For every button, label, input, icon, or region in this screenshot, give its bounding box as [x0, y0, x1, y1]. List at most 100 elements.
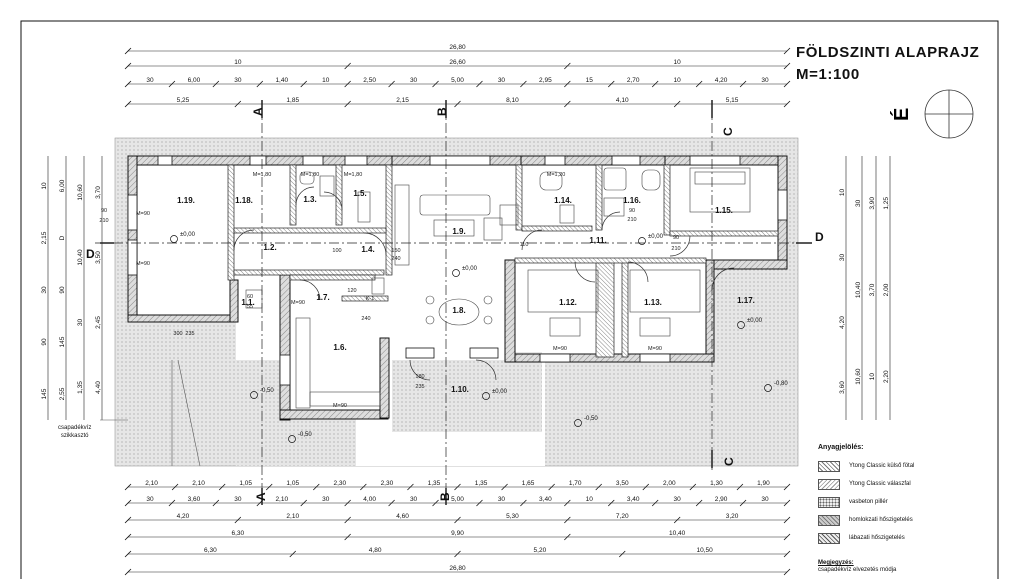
- door-size: 210: [671, 246, 680, 252]
- dimension-tick: [171, 483, 179, 491]
- top-dim-wall: 15: [586, 77, 594, 84]
- sill-height: M=90: [136, 211, 150, 217]
- level-mark-icon: [452, 269, 460, 277]
- dimension-tick: [783, 568, 791, 576]
- legend-swatch: [818, 514, 840, 526]
- top-dim-wall: 10: [322, 77, 330, 84]
- top-dim-wall: 10: [674, 77, 682, 84]
- dimension-tick: [783, 100, 791, 108]
- level-mark-icon: [638, 237, 646, 245]
- level-mark-icon: [574, 419, 582, 427]
- top-dim-axis: 2,15: [396, 97, 409, 104]
- dimension-tick: [454, 100, 461, 108]
- top-dim-wall: 4,20: [715, 77, 728, 84]
- bottom-dim-opening: 1,05: [286, 480, 299, 487]
- level-marks: ±0,00±0,00±0,00±0,00±0,00-0,50-0,50-0,50…: [170, 232, 788, 443]
- bottom-dim-opening: 2,10: [192, 480, 205, 487]
- bottom-dim-wall: 30: [410, 496, 418, 503]
- dimension-tick: [783, 533, 791, 541]
- bottom-dim-opening: 1,05: [239, 480, 252, 487]
- dimension-tick: [313, 483, 320, 491]
- sill-height: M=1,80: [253, 172, 272, 178]
- room-number: 1.18.: [235, 196, 253, 205]
- door-size: 110: [520, 242, 529, 248]
- dimension-tick: [564, 100, 571, 108]
- bottom-dim-opening: 1,90: [757, 480, 770, 487]
- note-block: Megjegyzés: csapadékvíz elvezetés módja: [818, 560, 968, 574]
- room-number: 1.11.: [589, 236, 606, 245]
- section-a-top: A: [251, 107, 265, 116]
- door-size: 180: [415, 374, 424, 380]
- dimension-tick: [783, 47, 791, 55]
- bottom-dim-wall: 30: [761, 496, 769, 503]
- dimension-tick: [432, 80, 439, 88]
- bottom-dim-wall: 30: [234, 496, 242, 503]
- room-number: 1.7.: [316, 293, 329, 302]
- dimension-tick: [783, 550, 791, 558]
- door-size: 240: [391, 256, 400, 262]
- sill-height: M=1,80: [344, 172, 363, 178]
- level-mark-icon: [170, 235, 178, 243]
- room-number: 1.5.: [353, 189, 366, 198]
- left-dim: 3,70: [95, 186, 102, 199]
- door-size: 150: [391, 248, 400, 254]
- left-dim: 4,40: [95, 381, 102, 394]
- dimension-tick: [124, 483, 132, 491]
- level-value: ±0,00: [648, 234, 664, 240]
- sill-height: M=1,20: [547, 172, 566, 178]
- sill-height: M=90: [136, 261, 150, 267]
- door-size: 90: [101, 208, 107, 214]
- section-letters: A B C A B C D D: [86, 107, 824, 501]
- bottom-dim-opening: 1,30: [710, 480, 723, 487]
- level-value: -0,80: [774, 381, 788, 387]
- dimension-tick: [783, 483, 791, 491]
- right-dim: 2,00: [883, 283, 890, 296]
- dimension-tick: [673, 516, 681, 524]
- bottom-dim-opening: 3,50: [616, 480, 629, 487]
- bottom-dim-opening: 1,65: [522, 480, 535, 487]
- bottom-dim-group: 9,90: [451, 530, 464, 537]
- right-dim: 10: [869, 373, 876, 381]
- right-dim: 30: [839, 254, 846, 262]
- dimension-tick: [454, 516, 461, 524]
- legend-label: lábazati hőszigetelés: [849, 534, 905, 541]
- bottom-dim-group2: 4,80: [369, 547, 382, 554]
- legend-label: Ytong Classic külső fötal: [849, 462, 915, 469]
- dimension-tick: [265, 483, 273, 491]
- door-size: 100: [332, 248, 341, 254]
- right-dim: 10: [839, 189, 846, 197]
- dimension-tick: [344, 62, 351, 70]
- left-dim: 1,35: [77, 381, 84, 394]
- top-dim-inner: 10: [674, 59, 682, 66]
- room-number: 1.10.: [451, 385, 469, 394]
- top-dim-axis: 8,10: [506, 97, 519, 104]
- section-c-top: C: [721, 127, 735, 136]
- level-mark-icon: [288, 435, 296, 443]
- bottom-dim-opening: 1,70: [569, 480, 582, 487]
- section-d-right: D: [815, 230, 824, 244]
- legend-swatch: [818, 496, 840, 508]
- door-size: 90: [673, 235, 679, 241]
- room-labels: 1.1.1.2.1.3.1.4.1.5.1.6.1.7.1.8.1.9.1.10…: [177, 189, 755, 394]
- dimension-tick: [454, 483, 461, 491]
- dimension-tick: [739, 499, 747, 507]
- legend-swatch: [818, 478, 840, 490]
- dimension-tick: [695, 499, 703, 507]
- section-a-bottom: A: [254, 492, 268, 501]
- level-value: -0,50: [298, 432, 312, 438]
- bottom-dim-group2: 6,30: [204, 547, 217, 554]
- dimension-tick: [783, 499, 791, 507]
- dimension-tick: [344, 499, 351, 507]
- right-dim: 1,25: [883, 197, 890, 210]
- dimension-tick: [689, 483, 697, 491]
- dimension-tick: [168, 80, 176, 88]
- drain-label-line1: csapadékvíz: [58, 425, 92, 431]
- dimension-tick: [124, 80, 132, 88]
- top-dim-wall: 6,00: [188, 77, 201, 84]
- top-dim-wall: 30: [761, 77, 769, 84]
- dimension-tick: [607, 499, 615, 507]
- dimension-tick: [432, 499, 439, 507]
- dimension-tick: [124, 100, 132, 108]
- sill-height: M=90: [333, 403, 347, 409]
- room-number: 1.15.: [715, 206, 733, 215]
